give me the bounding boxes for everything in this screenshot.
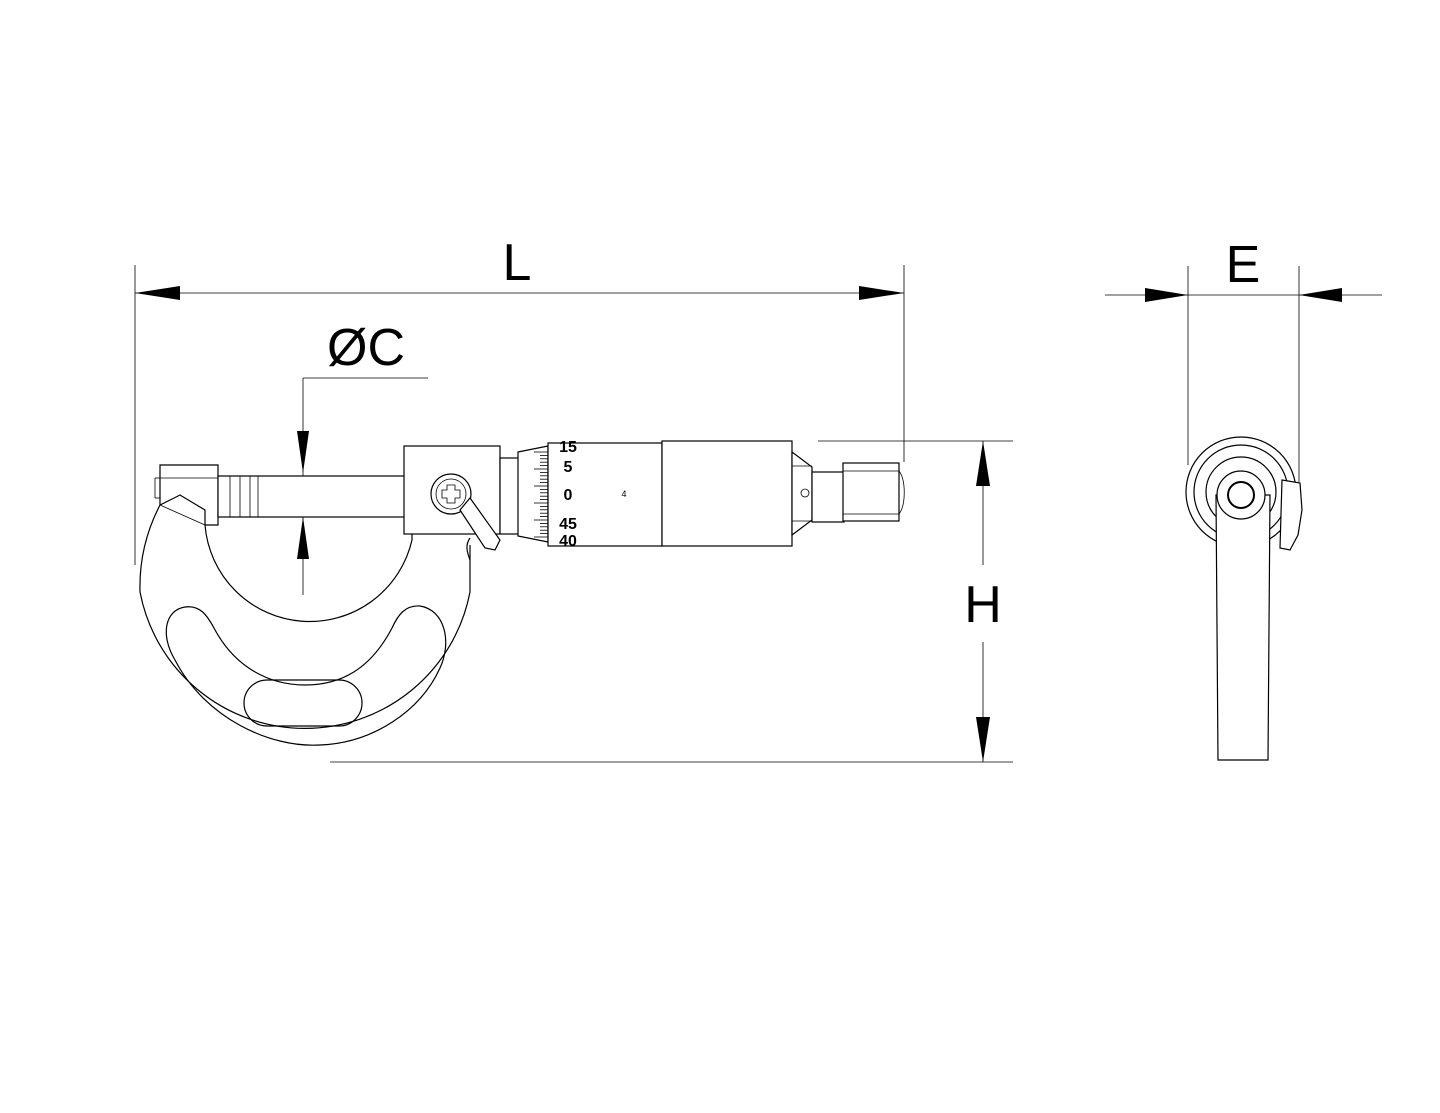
- frame-inner-step: [159, 504, 206, 526]
- anvil-block: [159, 464, 219, 526]
- dimension-h-label: H: [964, 576, 1002, 634]
- frame-recess: [165, 605, 447, 746]
- spindle: [217, 475, 407, 518]
- scale-mark-45: 45: [559, 516, 577, 533]
- thimble-graduations: [534, 451, 548, 538]
- dimension-l-label: L: [503, 234, 532, 292]
- frame-inner: [204, 518, 413, 623]
- lock-screw: [430, 473, 472, 515]
- scale-bottom-partial: 40: [559, 533, 577, 550]
- ratchet-neck: [811, 471, 845, 523]
- scale-mark-5: 5: [564, 459, 573, 476]
- dimension-h: H: [330, 440, 1013, 763]
- micrometer-end-view: [1185, 436, 1303, 761]
- end-lever-pivot: [1216, 470, 1266, 520]
- end-spindle-hole: [1227, 481, 1255, 509]
- end-lever-handle: [1215, 494, 1271, 761]
- dimension-l: L: [134, 234, 905, 565]
- dimension-c-label: ØC: [327, 319, 405, 377]
- thimble-barrel: [547, 442, 663, 547]
- sleeve: [499, 457, 521, 535]
- frame-plate: [243, 679, 363, 727]
- dimension-e: E: [1105, 236, 1382, 482]
- dimension-c: ØC: [297, 319, 428, 595]
- sleeve-marking: 4: [621, 489, 626, 499]
- thimble: [517, 445, 549, 543]
- ratchet: [842, 462, 900, 522]
- micrometer-side-view: 15 5 0 45 40 4: [139, 439, 905, 746]
- scale-mark-0: 0: [564, 487, 573, 504]
- end-lever-tab: [1279, 479, 1303, 551]
- cross-icon: [441, 484, 461, 504]
- dimension-e-label: E: [1226, 236, 1261, 294]
- barrel: [661, 440, 793, 547]
- scale-top-partial: 15: [559, 439, 577, 456]
- lock-lever: [459, 497, 501, 551]
